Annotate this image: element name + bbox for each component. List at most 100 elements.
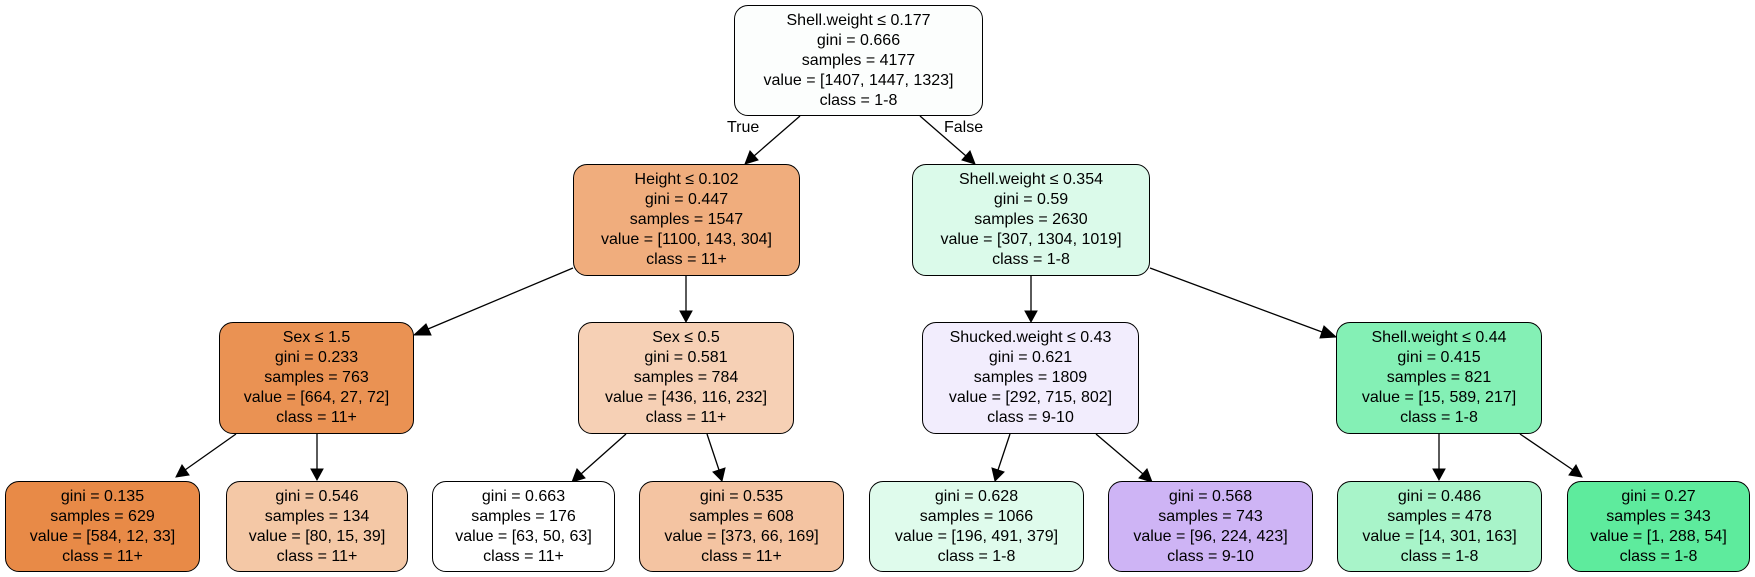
node-gini-label: gini = 0.59 <box>993 191 1069 208</box>
edge-n2-n3-arrowhead <box>175 464 190 478</box>
edge-n5-n6 <box>580 433 627 475</box>
node-class-label: class = 11+ <box>646 251 727 268</box>
node-gini-label: gini = 0.581 <box>644 349 728 366</box>
node-samples-label: samples = 4177 <box>801 51 916 69</box>
tree-leaf-node: gini = 0.486 samples = 478 value = [14, … <box>1337 481 1542 572</box>
tree-node-height: Height ≤ 0.102 gini = 0.447 samples = 15… <box>573 164 800 276</box>
node-split-label: Sex ≤ 0.5 <box>652 329 720 346</box>
edge-n5-n7 <box>706 433 720 471</box>
edge-n12-n14 <box>1519 433 1574 471</box>
edge-n5-n6-arrowhead <box>571 468 586 483</box>
edge-n0-n8-arrowhead <box>961 150 976 165</box>
node-samples-label: samples = 821 <box>1386 369 1492 386</box>
node-value-label: value = [15, 589, 217] <box>1361 389 1517 406</box>
tree-leaf-node: gini = 0.568 samples = 743 value = [96, … <box>1108 481 1313 572</box>
edge-n2-n3 <box>184 433 237 471</box>
node-class-label: class = 11+ <box>645 409 727 426</box>
tree-leaf-node: gini = 0.135 samples = 629 value = [584,… <box>5 481 200 572</box>
node-gini-label: gini = 0.233 <box>274 349 359 366</box>
edge-n1-n2-arrowhead <box>412 323 432 336</box>
tree-leaf-node: gini = 0.663 samples = 176 value = [63, … <box>432 481 615 572</box>
edge-n0-n1-arrowhead <box>744 150 759 165</box>
edge-n0-n8 <box>919 115 967 157</box>
edge-label-false: False <box>944 119 984 136</box>
node-samples-label: samples = 134 <box>264 507 370 525</box>
node-value-label: value = [292, 715, 802] <box>948 389 1113 406</box>
node-gini-label: gini = 0.486 <box>1397 487 1482 505</box>
tree-leaf-node: gini = 0.27 samples = 343 value = [1, 28… <box>1567 481 1750 572</box>
tree-node-root: Shell.weight ≤ 0.177 gini = 0.666 sample… <box>734 5 983 116</box>
node-gini-label: gini = 0.447 <box>644 191 729 208</box>
node-split-label: Sex ≤ 1.5 <box>282 329 351 346</box>
edge-n8-n12 <box>1149 267 1323 333</box>
node-gini-label: gini = 0.663 <box>481 487 566 505</box>
edge-n12-n13-arrowhead <box>1432 468 1446 482</box>
edge-n9-n10-arrowhead <box>991 467 1005 482</box>
node-split-label: Shell.weight ≤ 0.177 <box>786 11 931 29</box>
node-samples-label: samples = 784 <box>633 369 739 386</box>
tree-leaf-node: gini = 0.628 samples = 1066 value = [196… <box>869 481 1084 572</box>
node-value-label: value = [96, 224, 423] <box>1133 527 1288 545</box>
node-samples-label: samples = 608 <box>689 507 794 525</box>
node-class-label: class = 11+ <box>276 547 358 565</box>
node-value-label: value = [63, 50, 63] <box>455 527 592 545</box>
tree-node-shell-weight-44: Shell.weight ≤ 0.44 gini = 0.415 samples… <box>1336 322 1542 434</box>
edge-n2-n4-arrowhead <box>310 468 324 482</box>
node-gini-label: gini = 0.546 <box>275 487 359 505</box>
node-class-label: class = 11+ <box>701 547 782 565</box>
node-class-label: class = 1-8 <box>819 91 898 109</box>
edge-n8-n12-arrowhead <box>1319 325 1338 339</box>
node-class-label: class = 1-8 <box>992 251 1070 268</box>
tree-node-shell-weight-354: Shell.weight ≤ 0.354 gini = 0.59 samples… <box>912 164 1150 276</box>
node-samples-label: samples = 1809 <box>973 369 1088 386</box>
node-class-label: class = 1-8 <box>1400 547 1479 565</box>
node-samples-label: samples = 2630 <box>974 211 1088 228</box>
node-class-label: class = 1-8 <box>1619 547 1698 565</box>
node-class-label: class = 1-8 <box>937 547 1016 565</box>
node-value-label: value = [373, 66, 169] <box>664 527 819 545</box>
node-samples-label: samples = 1547 <box>629 211 744 228</box>
tree-node-sex-1-5: Sex ≤ 1.5 gini = 0.233 samples = 763 val… <box>219 322 414 434</box>
node-value-label: value = [584, 12, 33] <box>29 527 176 545</box>
node-samples-label: samples = 629 <box>50 507 155 525</box>
tree-node-shucked-weight: Shucked.weight ≤ 0.43 gini = 0.621 sampl… <box>922 322 1139 434</box>
node-samples-label: samples = 743 <box>1158 507 1263 525</box>
node-split-label: Shucked.weight ≤ 0.43 <box>949 329 1112 346</box>
node-class-label: class = 1-8 <box>1400 409 1478 426</box>
node-value-label: value = [80, 15, 39] <box>248 527 386 545</box>
edge-n9-n11-arrowhead <box>1138 468 1153 483</box>
node-class-label: class = 9-10 <box>1167 547 1254 565</box>
tree-leaf-node: gini = 0.546 samples = 134 value = [80, … <box>226 481 408 572</box>
node-split-label: Shell.weight ≤ 0.354 <box>959 171 1103 188</box>
node-value-label: value = [14, 301, 163] <box>1362 527 1517 545</box>
node-gini-label: gini = 0.135 <box>60 487 145 505</box>
node-split-label: Height ≤ 0.102 <box>634 171 739 188</box>
node-gini-label: gini = 0.628 <box>934 487 1019 505</box>
node-class-label: class = 11+ <box>276 409 357 426</box>
node-class-label: class = 11+ <box>483 547 564 565</box>
node-samples-label: samples = 343 <box>1606 507 1711 525</box>
edge-n12-n14-arrowhead <box>1568 464 1583 478</box>
edge-n0-n1 <box>753 115 801 157</box>
edge-n9-n11 <box>1095 433 1144 475</box>
node-samples-label: samples = 763 <box>264 369 369 386</box>
edge-n1-n2 <box>427 267 574 330</box>
node-value-label: value = [307, 1304, 1019] <box>940 231 1122 248</box>
node-samples-label: samples = 478 <box>1387 507 1492 525</box>
node-samples-label: samples = 176 <box>471 507 576 525</box>
node-split-label: Shell.weight ≤ 0.44 <box>1371 329 1507 346</box>
edge-n1-n5-arrowhead <box>679 310 693 324</box>
node-class-label: class = 11+ <box>62 547 143 565</box>
edge-n9-n10 <box>997 433 1011 471</box>
edge-n8-n9-arrowhead <box>1024 310 1038 324</box>
node-gini-label: gini = 0.27 <box>1621 487 1696 505</box>
tree-node-sex-0-5: Sex ≤ 0.5 gini = 0.581 samples = 784 val… <box>578 322 794 434</box>
node-gini-label: gini = 0.415 <box>1397 349 1481 366</box>
node-samples-label: samples = 1066 <box>919 507 1034 525</box>
node-value-label: value = [1, 288, 54] <box>1590 527 1727 545</box>
edge-label-true: True <box>727 119 760 136</box>
node-gini-label: gini = 0.666 <box>816 31 901 49</box>
node-gini-label: gini = 0.568 <box>1168 487 1253 505</box>
